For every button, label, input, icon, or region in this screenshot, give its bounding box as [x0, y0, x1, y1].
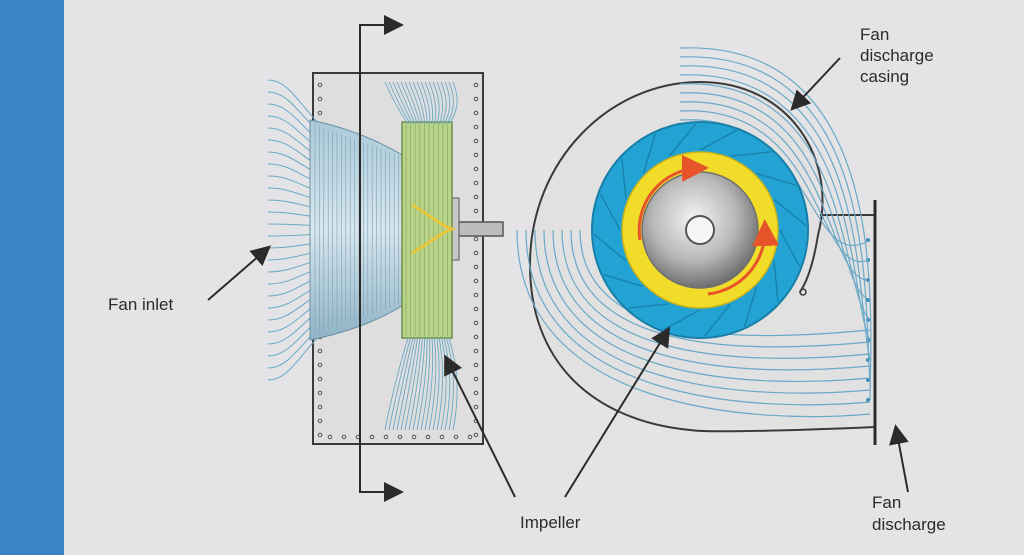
outlet-streamlines-top: [384, 81, 458, 125]
rotation-arrow-right: [707, 219, 780, 296]
impeller-side: [401, 121, 453, 339]
front-view: [444, 47, 909, 498]
impeller-label: Impeller: [520, 513, 581, 532]
scroll-casing: [528, 80, 876, 433]
casing-arrow: [790, 57, 841, 111]
discharge-arrow: [889, 424, 909, 493]
side-view: [207, 15, 504, 502]
impeller-blades: [593, 123, 807, 337]
impeller-arrow-side: [444, 354, 516, 498]
fan-inlet-arrow: [207, 245, 272, 301]
fan-inlet-label: Fan inlet: [108, 295, 174, 314]
impeller-blades-side: [405, 124, 448, 336]
outlet-streamlines-bottom: [384, 337, 458, 431]
discharge-label-line2: discharge: [872, 515, 946, 534]
left-accent-bar: [0, 0, 64, 555]
shaft: [454, 221, 504, 237]
casing-label-line2: discharge: [860, 46, 934, 65]
flow-arrow-top: [359, 15, 404, 445]
discharge-label-line1: Fan: [872, 493, 902, 512]
casing-label-line3: casing: [860, 67, 910, 86]
casing-label-line1: Fan: [860, 25, 890, 44]
rotation-arrow-left: [637, 154, 709, 241]
impeller-hub-side: [411, 203, 457, 255]
shaft-bore: [685, 215, 715, 245]
flow-arrow-bottom: [359, 445, 404, 502]
impeller-arrow-front: [564, 326, 671, 498]
casing-streamlines: [516, 47, 872, 418]
